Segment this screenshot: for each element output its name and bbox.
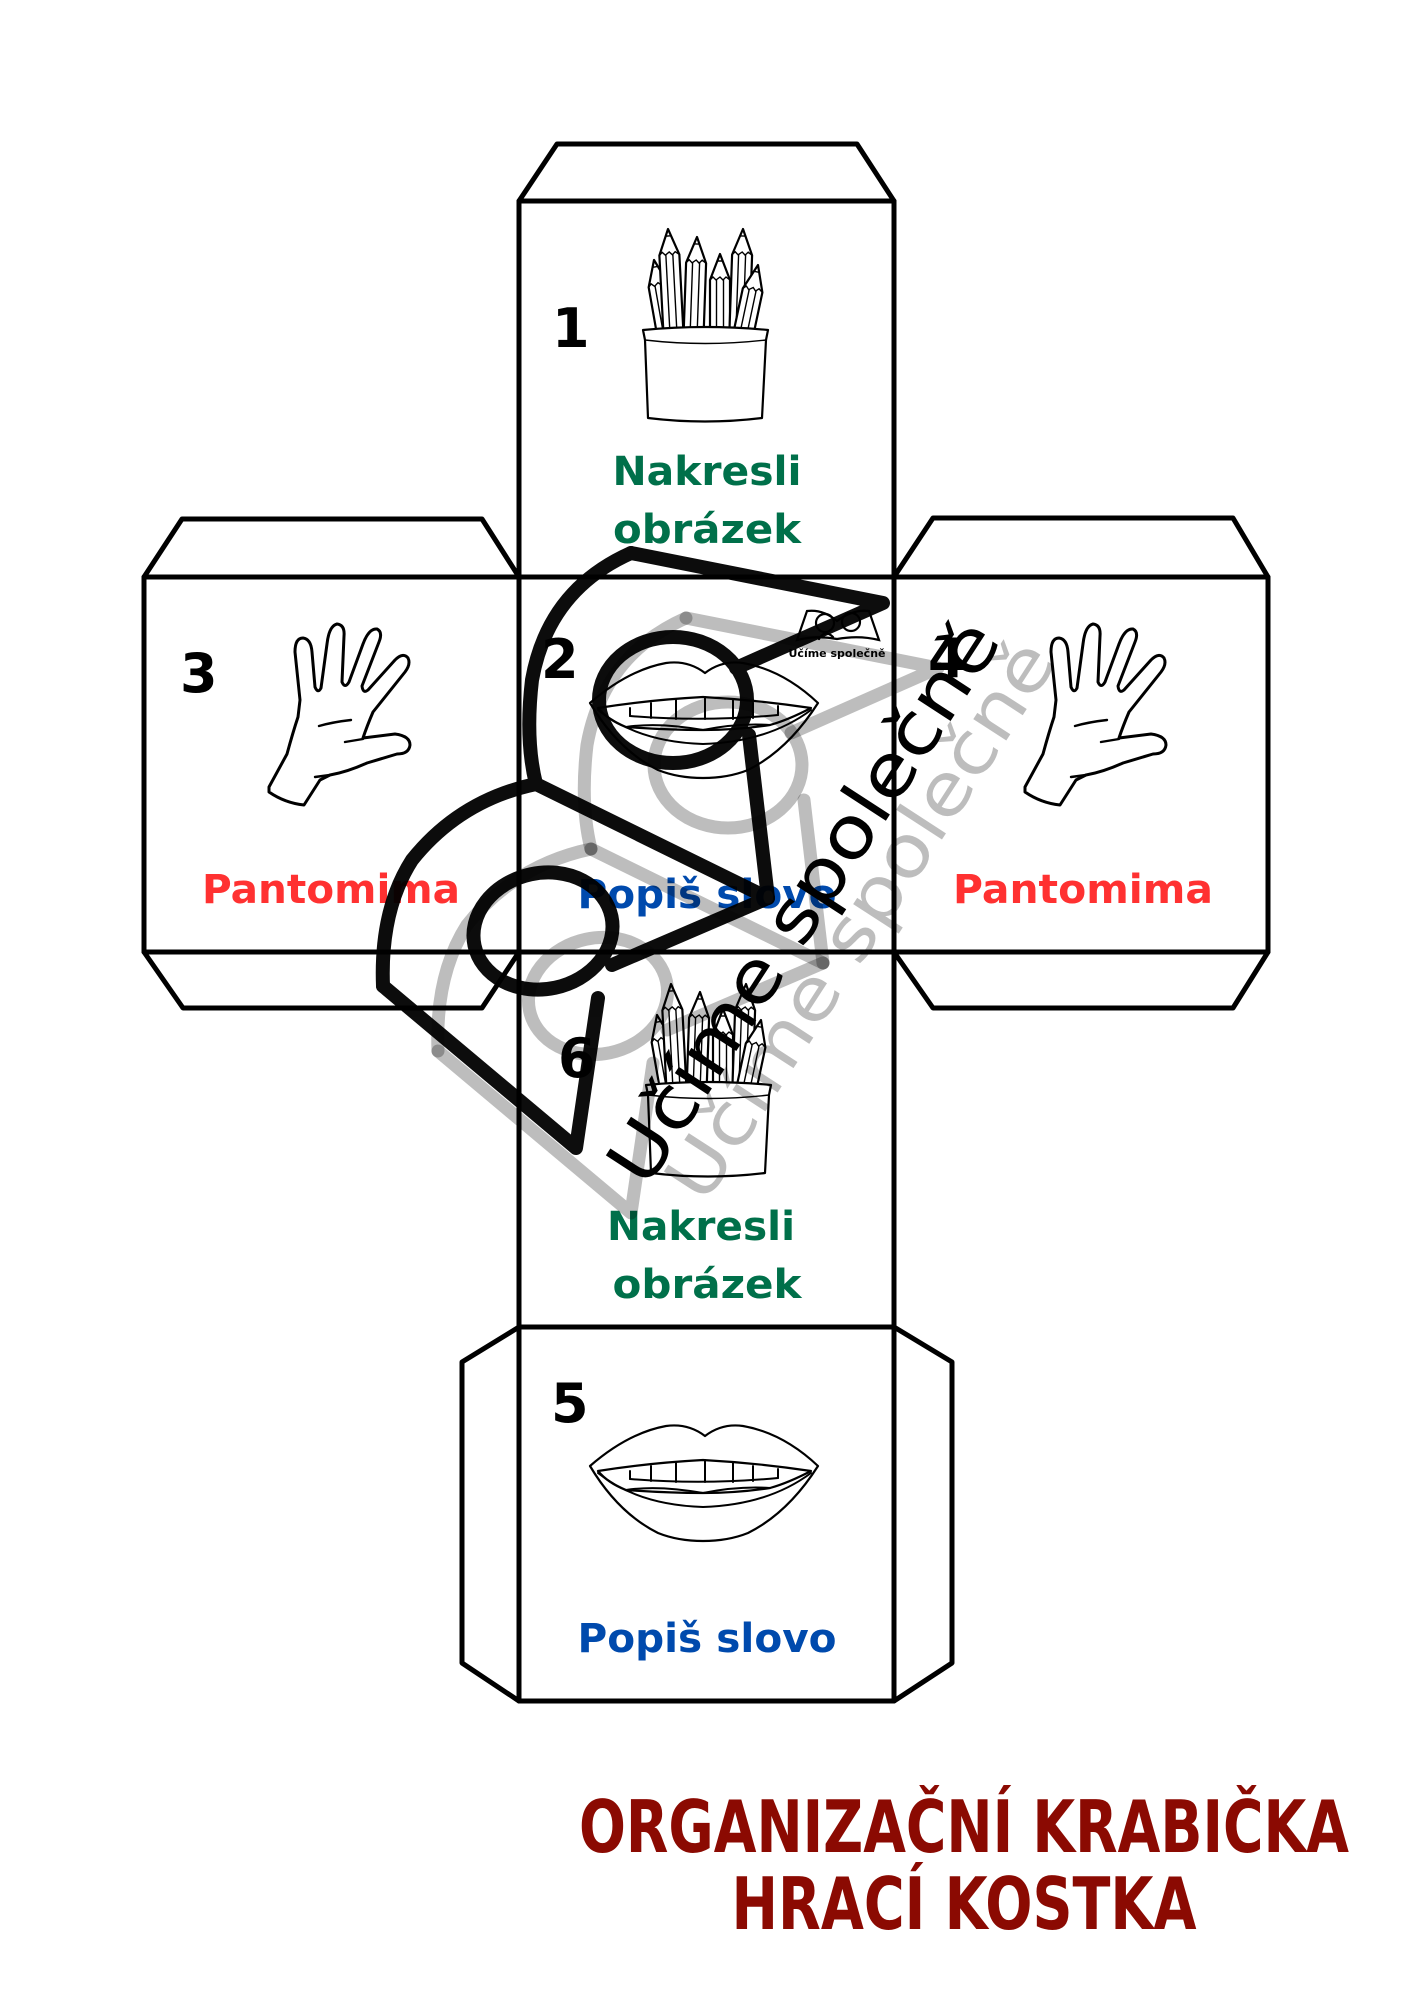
face-label: Pantomima: [202, 867, 460, 913]
flap-left-top: [141, 516, 522, 580]
face-4: 4 Pantomima: [928, 622, 1213, 913]
face-number: 5: [551, 1372, 589, 1435]
flap-bottom-right: [891, 1324, 955, 1704]
face-label-line1: Nakresli: [613, 449, 802, 495]
face-3: 3 Pantomima: [180, 622, 460, 913]
title-line-1: ORGANIZAČNÍ KRABIČKA: [579, 1785, 1349, 1869]
flap-right-bottom: [891, 949, 1271, 1011]
flap-bottom-left: [459, 1324, 522, 1704]
title-line-2: HRACÍ KOSTKA: [732, 1862, 1197, 1946]
flap-top: [516, 141, 897, 204]
face-6: 6 Nakresli obrázek: [558, 983, 803, 1308]
face-number: 1: [552, 297, 590, 360]
face-label-line1: Nakresli: [607, 1204, 795, 1250]
face-label: Pantomima: [953, 867, 1213, 913]
flap-left-bottom: [141, 949, 522, 1011]
face-number: 3: [180, 642, 218, 705]
face-5: 5 Popiš slovo: [551, 1372, 837, 1662]
face-1: 1 Nakresli obrázek: [552, 228, 802, 553]
face-label-line2: obrázek: [613, 507, 802, 553]
face-label-line2: obrázek: [613, 1262, 803, 1308]
flap-right-top: [891, 515, 1271, 580]
face-label: Popiš slovo: [578, 1616, 837, 1662]
document-title: ORGANIZAČNÍ KRABIČKA HRACÍ KOSTKA: [579, 1785, 1349, 1946]
face-number: 4: [928, 627, 966, 690]
